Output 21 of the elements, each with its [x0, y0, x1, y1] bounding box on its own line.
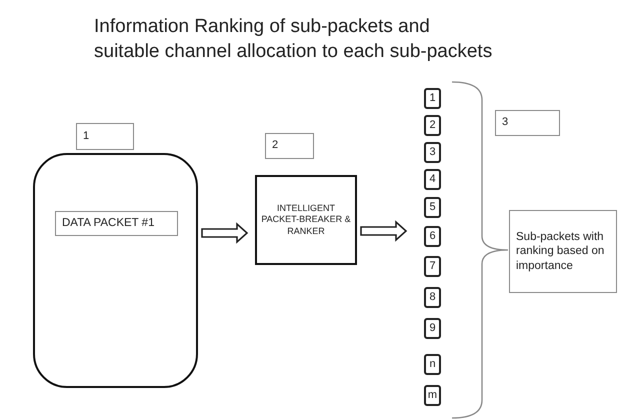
- sub-packet-box: n: [424, 354, 441, 375]
- packet-container: [33, 153, 198, 388]
- block-arrow: [360, 220, 408, 242]
- sub-packet-box: 1: [424, 88, 441, 109]
- number-label: 3: [495, 110, 560, 136]
- sub-packet-box: 5: [424, 197, 441, 218]
- sub-packet-box: 4: [424, 169, 441, 190]
- number-label: 2: [265, 133, 314, 159]
- process-box: INTELLIGENT PACKET-BREAKER & RANKER: [255, 175, 357, 265]
- sub-packet-box: m: [424, 385, 441, 406]
- sub-packet-box: 2: [424, 115, 441, 136]
- sub-packet-box: 3: [424, 142, 441, 163]
- block-arrow: [201, 222, 248, 244]
- sub-packet-box: 8: [424, 287, 441, 308]
- note-box: Sub-packets with ranking based on importance: [509, 210, 617, 293]
- sub-packet-box: 7: [424, 256, 441, 277]
- sub-packet-box: 9: [424, 318, 441, 339]
- sub-packet-box: 6: [424, 226, 441, 247]
- packet-label: DATA PACKET #1: [55, 211, 178, 236]
- number-label: 1: [76, 123, 134, 150]
- title: Information Ranking of sub-packets and suitable channel allocation to each sub-packets: [94, 15, 494, 64]
